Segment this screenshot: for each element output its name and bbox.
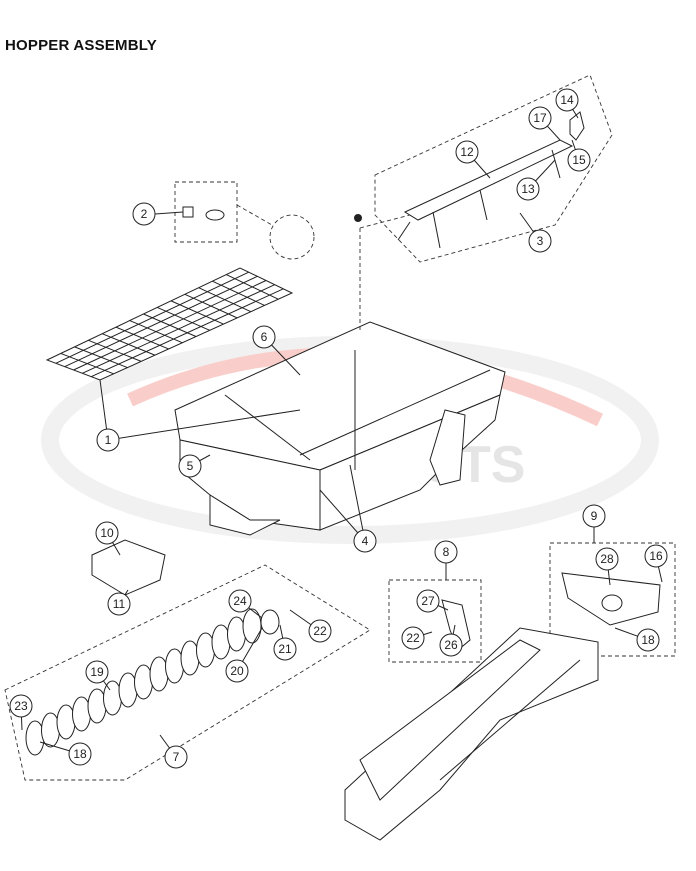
callout-17: 17 bbox=[528, 106, 552, 130]
hopper-body-part bbox=[174, 321, 506, 536]
svg-text:16: 16 bbox=[649, 549, 663, 563]
svg-text:13: 13 bbox=[521, 182, 535, 196]
callout-22: 22 bbox=[308, 619, 332, 643]
svg-text:12: 12 bbox=[460, 145, 474, 159]
svg-text:18: 18 bbox=[73, 747, 87, 761]
callout-26: 26 bbox=[439, 633, 463, 657]
callout-7: 7 bbox=[164, 745, 188, 769]
svg-text:3: 3 bbox=[537, 234, 544, 248]
callout-20: 20 bbox=[225, 659, 249, 683]
callout-11: 11 bbox=[107, 592, 131, 616]
svg-text:11: 11 bbox=[113, 597, 126, 611]
svg-text:15: 15 bbox=[572, 153, 586, 167]
callout-3: 3 bbox=[528, 229, 552, 253]
svg-text:18: 18 bbox=[641, 633, 655, 647]
callout-21: 21 bbox=[273, 637, 297, 661]
callout-14: 14 bbox=[555, 88, 579, 112]
callout-16: 16 bbox=[644, 544, 668, 568]
svg-text:23: 23 bbox=[14, 699, 28, 713]
svg-text:20: 20 bbox=[230, 664, 244, 678]
svg-text:1: 1 bbox=[105, 433, 112, 447]
callout-18: 18 bbox=[68, 742, 92, 766]
callout-13: 13 bbox=[516, 177, 540, 201]
callout-5: 5 bbox=[178, 454, 202, 478]
svg-text:2: 2 bbox=[141, 207, 148, 221]
svg-text:10: 10 bbox=[100, 526, 114, 540]
callout-2: 2 bbox=[132, 202, 156, 226]
svg-text:19: 19 bbox=[90, 665, 104, 679]
top-rail-part bbox=[397, 111, 585, 249]
callout-23: 23 bbox=[9, 694, 33, 718]
svg-text:24: 24 bbox=[233, 594, 247, 608]
page-title: HOPPER ASSEMBLY bbox=[5, 37, 157, 54]
callout-22: 22 bbox=[401, 626, 425, 650]
auger-flight bbox=[242, 608, 262, 644]
callout-10: 10 bbox=[95, 521, 119, 545]
callout-18: 18 bbox=[636, 628, 660, 652]
callout-27: 27 bbox=[416, 589, 440, 613]
callout-6: 6 bbox=[252, 325, 276, 349]
svg-text:27: 27 bbox=[421, 594, 435, 608]
svg-text:14: 14 bbox=[560, 93, 574, 107]
svg-text:17: 17 bbox=[533, 111, 547, 125]
svg-text:21: 21 bbox=[278, 642, 292, 656]
callout-9: 9 bbox=[582, 504, 606, 528]
trough-part bbox=[344, 627, 599, 841]
callout-24: 24 bbox=[228, 589, 252, 613]
callout-1: 1 bbox=[96, 428, 120, 452]
callout-15: 15 bbox=[567, 148, 591, 172]
svg-text:22: 22 bbox=[406, 631, 420, 645]
svg-text:5: 5 bbox=[187, 459, 194, 473]
grate-part bbox=[45, 267, 294, 381]
callout-28: 28 bbox=[595, 547, 619, 571]
callout-12: 12 bbox=[455, 140, 479, 164]
svg-text:9: 9 bbox=[591, 509, 598, 523]
callout-4: 4 bbox=[353, 529, 377, 553]
svg-text:6: 6 bbox=[261, 330, 268, 344]
callout-8: 8 bbox=[434, 540, 458, 564]
auger-part bbox=[25, 608, 262, 756]
svg-text:22: 22 bbox=[313, 624, 327, 638]
svg-text:8: 8 bbox=[443, 545, 450, 559]
callout-19: 19 bbox=[85, 660, 109, 684]
svg-text:4: 4 bbox=[362, 534, 369, 548]
svg-text:26: 26 bbox=[444, 638, 458, 652]
svg-text:7: 7 bbox=[173, 750, 180, 764]
svg-text:28: 28 bbox=[600, 552, 614, 566]
